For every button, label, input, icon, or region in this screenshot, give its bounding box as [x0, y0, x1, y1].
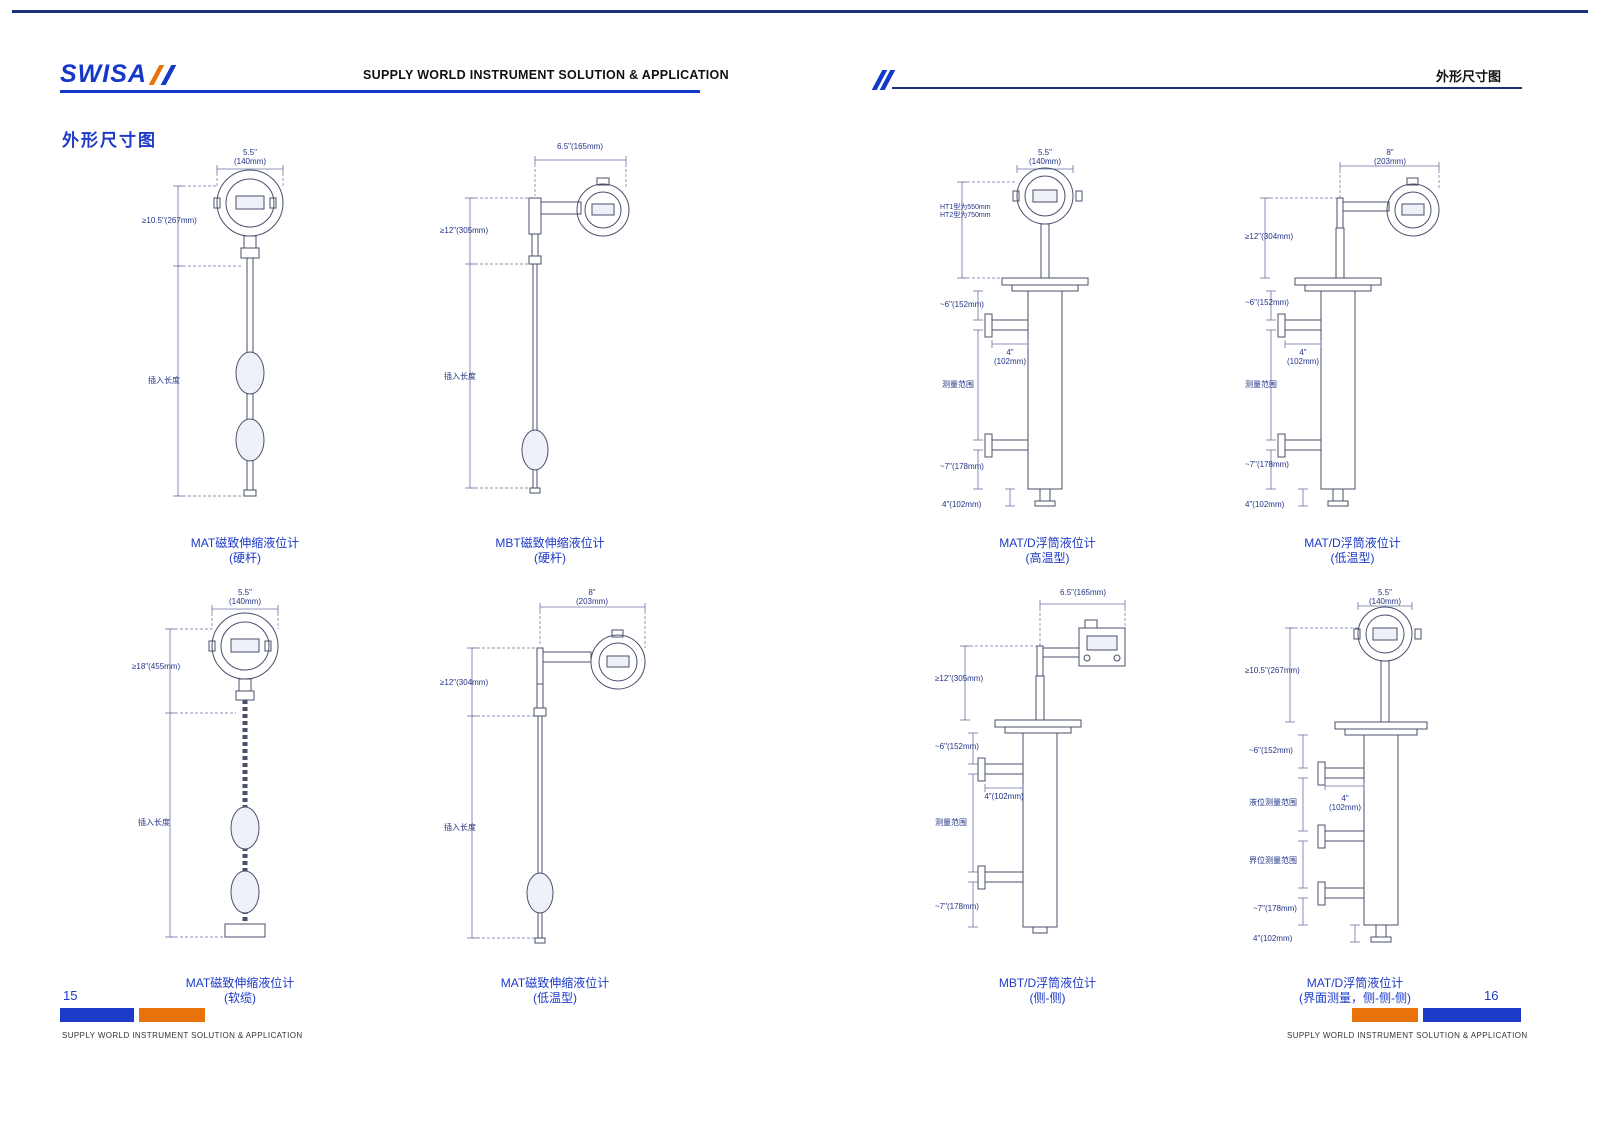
dim-label-bottom-offset: ~7"(178mm): [935, 902, 979, 911]
left-header-title: SUPPLY WORLD INSTRUMENT SOLUTION & APPLI…: [363, 68, 729, 82]
drawing-panel-mbt-rigid: 6.5"(165mm) ≥12"(305mm) 插入长度 MBT磁致伸缩液位计(…: [440, 140, 660, 568]
left-page-number: 15: [63, 988, 78, 1003]
dim-label-neck-length: ≥12"(305mm): [935, 674, 984, 683]
right-footer-bar-orange: [1352, 1008, 1418, 1022]
dim-label-range: 测量范围: [942, 380, 974, 389]
left-header-underline: [60, 90, 700, 93]
dim-label-top-width: 6.5"(165mm): [1060, 588, 1106, 597]
drawing-panel-mat-cable: 5.5"(140mm) ≥18"(455mm) 插入长度 MAT磁致伸缩液位计(…: [130, 588, 350, 1008]
dim-label-insert-length: 插入长度: [444, 372, 476, 381]
matd-interface-drawing: [1285, 602, 1428, 943]
dim-label-drain: 4"(102mm): [942, 500, 982, 509]
dim-label-bottom-offset: ~7"(178mm): [940, 462, 984, 471]
dim-label-interface-range: 界位测量范围: [1249, 856, 1297, 865]
dim-label-neck-length: ≥12"(304mm): [1245, 232, 1294, 241]
dim-label-top-width: 8"(203mm): [575, 588, 609, 606]
dim-label-nozzle-top: ~6"(152mm): [1249, 746, 1293, 755]
left-footer-bar-orange: [139, 1008, 205, 1022]
dim-label-nozzle-top: ~6"(152mm): [940, 300, 984, 309]
section-title: 外形尺寸图: [62, 131, 157, 150]
top-rule: [12, 10, 1588, 13]
logo-text: SWISA: [60, 60, 147, 88]
dim-label-range: 测量范围: [935, 818, 967, 827]
dim-label-insert-length: 插入长度: [138, 818, 170, 827]
dim-label-bottom-offset: ~7"(178mm): [1245, 460, 1289, 469]
right-header-slashes-icon: [871, 70, 896, 90]
mat-lowtemp-drawing: [467, 603, 646, 944]
drawing-panel-mbtd-sideside: 6.5"(165mm) ≥12"(305mm) ~6"(152mm) 4"(10…: [935, 588, 1160, 1008]
dim-label-top-width: 5.5"(140mm): [1368, 588, 1402, 606]
dim-label-insert-length: 插入长度: [148, 376, 180, 385]
mbtd-sideside-drawing: [960, 600, 1126, 934]
drawing-panel-mat-lowtemp: 8"(203mm) ≥12"(304mm) 插入长度 MAT磁致伸缩液位计(低温…: [440, 588, 670, 1008]
right-footer-text: SUPPLY WORLD INSTRUMENT SOLUTION & APPLI…: [1287, 1031, 1528, 1040]
drawing-caption: MBT磁致伸缩液位计(硬杆): [495, 536, 605, 565]
drawing-panel-matd-interface: 5.5"(140mm) ≥10.5"(267mm) ~6"(152mm) 液位测…: [1245, 588, 1465, 1008]
dim-label-nozzle-top: ~6"(152mm): [935, 742, 979, 751]
dim-label-nozzle-length: 4"(102mm): [984, 792, 1024, 801]
drawing-caption: MAT/D浮筒液位计(界面测量，侧-侧-侧): [1299, 976, 1411, 1005]
drawing-caption: MBT/D浮筒液位计(侧-侧): [998, 976, 1097, 1005]
drawing-panel-matd-lowtemp: 8"(203mm) ≥12"(304mm) ~6"(152mm) 4"(102m…: [1245, 148, 1460, 568]
drawing-caption: MAT磁致伸缩液位计(低温型): [500, 976, 610, 1005]
dim-label-neck-length: ≥10.5"(267mm): [1245, 666, 1300, 675]
drawing-panel-mat-rigid: 5.5"(140mm) ≥10.5"(267mm) 插入长度 MAT磁致伸缩液位…: [140, 148, 350, 568]
right-header-title: 外形尺寸图: [1436, 69, 1502, 84]
left-footer-text: SUPPLY WORLD INSTRUMENT SOLUTION & APPLI…: [62, 1031, 303, 1040]
drawing-caption: MAT磁致伸缩液位计(硬杆): [190, 536, 300, 565]
dim-label-neck-length: ≥18"(455mm): [132, 662, 181, 671]
dim-label-top-width: 5.5"(140mm): [228, 588, 262, 606]
drawing-caption: MAT/D浮筒液位计(高温型): [999, 536, 1096, 565]
dim-label-top-width: 8"(203mm): [1373, 148, 1407, 166]
drawing-caption: MAT磁致伸缩液位计(软缆): [185, 976, 295, 1005]
dim-label-bottom-offset: ~7"(178mm): [1253, 904, 1297, 913]
right-header-line: [892, 87, 1522, 89]
dim-label-nozzle-top: ~6"(152mm): [1245, 298, 1289, 307]
dim-label-nozzle-length: 4"(102mm): [1328, 794, 1362, 812]
dim-label-neck-length: ≥10.5"(267mm): [142, 216, 197, 225]
dim-label-drain: 4"(102mm): [1253, 934, 1293, 943]
right-page-number: 16: [1484, 988, 1499, 1003]
dim-label-nozzle-length: 4"(102mm): [993, 348, 1027, 366]
matd-lowtemp-drawing: [1260, 162, 1440, 507]
drawing-caption: MAT/D浮筒液位计(低温型): [1304, 536, 1401, 565]
left-footer-bar-blue: [60, 1008, 134, 1022]
right-footer-bar-blue: [1423, 1008, 1521, 1022]
dim-label-level-range: 液位测量范围: [1249, 798, 1297, 807]
matd-hightemp-drawing: [957, 165, 1089, 507]
mat-cable-drawing: [165, 605, 279, 938]
mbt-rigid-drawing: [465, 156, 630, 494]
dim-label-top-width: 5.5"(140mm): [1028, 148, 1062, 166]
mat-rigid-drawing: [173, 165, 284, 497]
dim-label-range: 测量范围: [1245, 380, 1277, 389]
dim-label-drain: 4"(102mm): [1245, 500, 1285, 509]
dim-label-neck-length: ≥12"(305mm): [440, 226, 489, 235]
swisa-logo: SWISA: [60, 60, 177, 89]
dim-label-top-width: 5.5"(140mm): [233, 148, 267, 166]
dim-label-neck-length: ≥12"(304mm): [440, 678, 489, 687]
dim-label-top-width: 6.5"(165mm): [557, 142, 603, 151]
dim-label-insert-length: 插入长度: [444, 823, 476, 832]
dim-label-nozzle-length: 4"(102mm): [1286, 348, 1320, 366]
